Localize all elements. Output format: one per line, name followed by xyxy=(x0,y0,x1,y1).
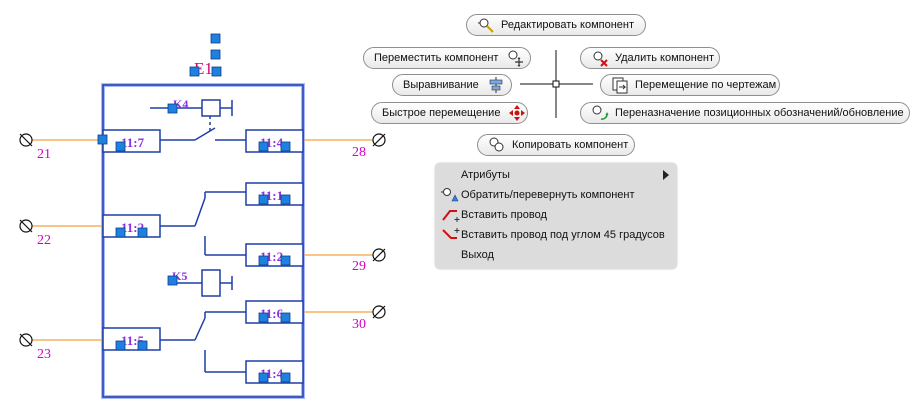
grip xyxy=(211,66,222,77)
grip xyxy=(280,194,291,205)
align-button[interactable]: Выравнивание xyxy=(392,74,512,96)
menu-item-flip-component[interactable]: Обратить/перевернуть компонент xyxy=(435,185,677,205)
wire-number-29: 29 xyxy=(352,259,366,274)
component-outline[interactable] xyxy=(101,83,305,399)
grip xyxy=(167,275,178,286)
quick-move-label: Быстрое перемещение xyxy=(382,107,501,119)
grip xyxy=(167,103,178,114)
wire-number-30: 30 xyxy=(352,317,366,332)
retag-update-label: Переназначение позиционных обозначений/о… xyxy=(615,107,904,119)
align-label: Выравнивание xyxy=(403,79,479,91)
move-across-drawings-label: Перемещение по чертежам xyxy=(635,79,777,91)
grip xyxy=(115,227,126,238)
menu-item-label: Атрибуты xyxy=(461,169,510,181)
menu-item-insert-wire[interactable]: Вставить провод xyxy=(435,205,677,225)
menu-item-label: Вставить провод xyxy=(461,209,547,221)
insert-wire-icon xyxy=(441,207,461,223)
quick-move-icon xyxy=(508,104,526,122)
terminal-29 xyxy=(372,248,386,262)
terminal-23 xyxy=(19,333,33,347)
delete-component-label: Удалить компонент xyxy=(615,52,715,64)
grip xyxy=(258,141,269,152)
edit-component-icon xyxy=(477,16,495,34)
move-component-label: Переместить компонент xyxy=(374,52,499,64)
grip xyxy=(210,33,221,44)
delete-component-button[interactable]: Удалить компонент xyxy=(580,47,720,69)
quick-move-button[interactable]: Быстрое перемещение xyxy=(371,102,528,124)
grip xyxy=(189,66,200,77)
menu-item-label: Обратить/перевернуть компонент xyxy=(461,189,635,201)
crosshair-icon xyxy=(520,50,593,118)
grip xyxy=(258,194,269,205)
terminal-21 xyxy=(19,133,33,147)
move-across-drawings-button[interactable]: Перемещение по чертежам xyxy=(600,74,780,96)
menu-item-exit[interactable]: Выход xyxy=(435,245,677,265)
wires xyxy=(32,139,373,341)
terminal-30 xyxy=(372,305,386,319)
menu-item-attributes[interactable]: Атрибуты xyxy=(435,165,677,185)
move-component-button[interactable]: Переместить компонент xyxy=(363,47,531,69)
contact-wiring xyxy=(150,99,246,373)
flip-component-icon xyxy=(441,187,461,203)
wire-number-21: 21 xyxy=(37,147,51,162)
grip xyxy=(115,141,126,152)
wire-number-23: 23 xyxy=(37,347,51,362)
copy-component-button[interactable]: Копировать компонент xyxy=(477,134,635,156)
terminal-28 xyxy=(372,133,386,147)
grips[interactable] xyxy=(97,33,291,383)
grip xyxy=(280,312,291,323)
grip xyxy=(280,255,291,266)
grip xyxy=(210,49,221,60)
grip xyxy=(137,227,148,238)
move-across-drawings-icon xyxy=(611,76,629,94)
delete-component-icon xyxy=(591,49,609,67)
copy-component-icon xyxy=(488,136,506,154)
wire-number-28: 28 xyxy=(352,145,366,160)
grip xyxy=(280,372,291,383)
insert-wire-45-icon xyxy=(441,227,461,243)
grip xyxy=(280,141,291,152)
grip xyxy=(258,255,269,266)
grip xyxy=(258,312,269,323)
retag-update-icon xyxy=(591,104,609,122)
retag-update-button[interactable]: Переназначение позиционных обозначений/о… xyxy=(580,102,910,124)
grip xyxy=(115,340,126,351)
move-component-icon xyxy=(506,49,524,67)
terminal-22 xyxy=(19,219,33,233)
menu-item-insert-wire-45[interactable]: Вставить провод под углом 45 градусов xyxy=(435,225,677,245)
align-icon xyxy=(487,76,505,94)
menu-item-label: Вставить провод под углом 45 градусов xyxy=(461,229,665,241)
context-menu: Атрибуты Обратить/перевернуть компонент … xyxy=(435,163,677,269)
grip xyxy=(137,340,148,351)
wire-number-22: 22 xyxy=(37,233,51,248)
grip xyxy=(258,372,269,383)
submenu-arrow-icon xyxy=(663,170,669,180)
edit-component-label: Редактировать компонент xyxy=(501,19,635,31)
pin-label: 11:7 xyxy=(121,135,145,150)
grip xyxy=(97,134,108,145)
edit-component-button[interactable]: Редактировать компонент xyxy=(466,14,646,36)
terminals xyxy=(19,133,386,347)
copy-component-label: Копировать компонент xyxy=(512,139,629,151)
menu-item-label: Выход xyxy=(461,249,494,261)
